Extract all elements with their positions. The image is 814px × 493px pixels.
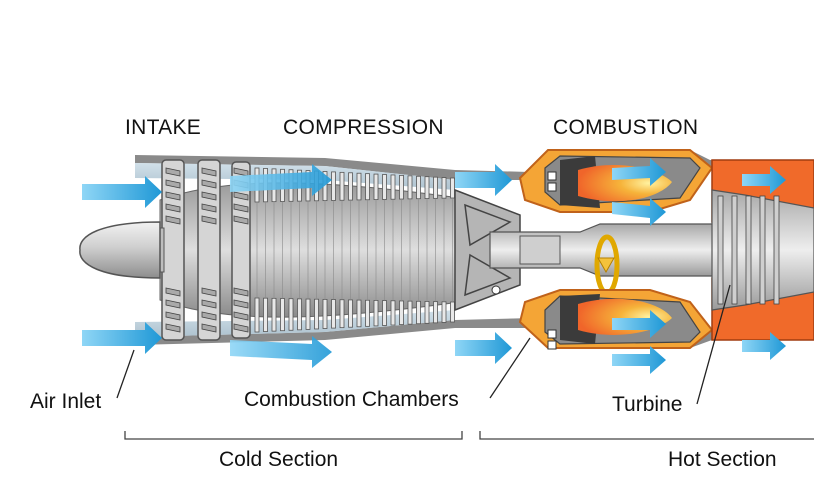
compressor-blade bbox=[407, 175, 413, 200]
compressor-blade bbox=[305, 298, 311, 330]
fan-blade bbox=[201, 179, 217, 189]
compressor-blade bbox=[271, 297, 277, 332]
compressor-blade bbox=[433, 176, 438, 199]
turbine-blade bbox=[731, 195, 738, 305]
compressor-blade bbox=[254, 297, 260, 333]
compressor-blade bbox=[433, 301, 438, 324]
compressor-blade bbox=[382, 174, 387, 200]
fan-blade bbox=[233, 215, 249, 225]
turbine-blade bbox=[717, 195, 724, 305]
turbine-label: Turbine bbox=[612, 393, 683, 416]
fan-blade bbox=[201, 323, 217, 333]
fan-blade bbox=[165, 179, 181, 189]
fan-blade bbox=[201, 299, 217, 309]
fan-blade bbox=[165, 167, 181, 177]
compressor-blade bbox=[390, 300, 396, 326]
fan-blade bbox=[165, 323, 181, 333]
combustion-chambers-label: Combustion Chambers bbox=[244, 388, 459, 411]
compressor-blade bbox=[263, 297, 268, 332]
combustion-chamber-upper bbox=[518, 149, 714, 213]
fan-blade bbox=[233, 203, 249, 213]
compressor-blade bbox=[373, 173, 379, 200]
compressor-blade bbox=[407, 300, 413, 325]
fan-blade bbox=[233, 191, 249, 201]
compressor-blade bbox=[441, 177, 447, 199]
fan-blade bbox=[165, 215, 181, 225]
fan-blade bbox=[233, 299, 249, 309]
compressor-blade bbox=[373, 300, 379, 327]
fan-blade bbox=[201, 311, 217, 321]
cold-section-label: Cold Section bbox=[219, 448, 339, 471]
compressor-blade bbox=[450, 301, 455, 323]
compressor-blade bbox=[399, 174, 404, 200]
fan-blade bbox=[165, 287, 181, 297]
fan-blade bbox=[201, 167, 217, 177]
compressor-blade bbox=[382, 300, 387, 326]
fan-blade bbox=[201, 287, 217, 297]
turbine-blade bbox=[773, 195, 780, 305]
compressor-blade bbox=[399, 300, 404, 326]
fan-blade bbox=[201, 191, 217, 201]
intake-stage-label: INTAKE bbox=[125, 116, 202, 139]
fan-blade bbox=[165, 191, 181, 201]
fan-blade bbox=[201, 203, 217, 213]
fan-blade bbox=[201, 215, 217, 225]
fan-blade bbox=[233, 287, 249, 297]
compressor-blade bbox=[365, 173, 370, 201]
compressor-blade bbox=[339, 299, 345, 329]
nose-cone bbox=[79, 221, 165, 279]
compressor-blade bbox=[365, 299, 370, 327]
compressor-blade bbox=[356, 299, 362, 328]
compression-stage-label: COMPRESSION bbox=[283, 116, 444, 139]
compressor-blade bbox=[416, 300, 421, 325]
compressor-blade bbox=[424, 301, 430, 324]
compressor-blade bbox=[331, 171, 336, 201]
compressor-blade bbox=[356, 172, 362, 201]
compressor-blade bbox=[441, 301, 447, 323]
fan-blade bbox=[165, 311, 181, 321]
compressor-blade bbox=[297, 298, 302, 331]
fan-blade bbox=[165, 203, 181, 213]
intake-fan-stages bbox=[161, 159, 251, 341]
airflow-arrows bbox=[82, 158, 786, 374]
turbine-blade bbox=[759, 195, 766, 305]
compressor-blade bbox=[339, 171, 345, 201]
turbine-blade bbox=[745, 195, 752, 305]
fan-blade bbox=[233, 311, 249, 321]
compressor-blade bbox=[280, 298, 285, 332]
combustion-stage-label: COMBUSTION bbox=[553, 116, 699, 139]
leader-lines bbox=[116, 284, 731, 405]
air-inlet-label: Air Inlet bbox=[30, 390, 102, 413]
turbine-section bbox=[711, 159, 814, 341]
hot-section-label: Hot Section bbox=[668, 448, 777, 471]
compressor-blade bbox=[416, 175, 421, 200]
combustion-chamber-lower bbox=[518, 289, 714, 350]
compressor-blade bbox=[450, 177, 455, 199]
fan-blade bbox=[165, 299, 181, 309]
compressor-blade bbox=[331, 299, 336, 329]
section-brackets bbox=[124, 431, 814, 440]
compressor-blade bbox=[288, 298, 294, 331]
compressor-blade bbox=[322, 298, 328, 329]
compressor-blade bbox=[348, 299, 353, 328]
compressor-blade bbox=[314, 298, 319, 330]
fan-blade bbox=[233, 323, 249, 333]
compressor-blade bbox=[348, 172, 353, 201]
compressor-blade bbox=[390, 174, 396, 200]
compressor-blade bbox=[424, 176, 430, 199]
